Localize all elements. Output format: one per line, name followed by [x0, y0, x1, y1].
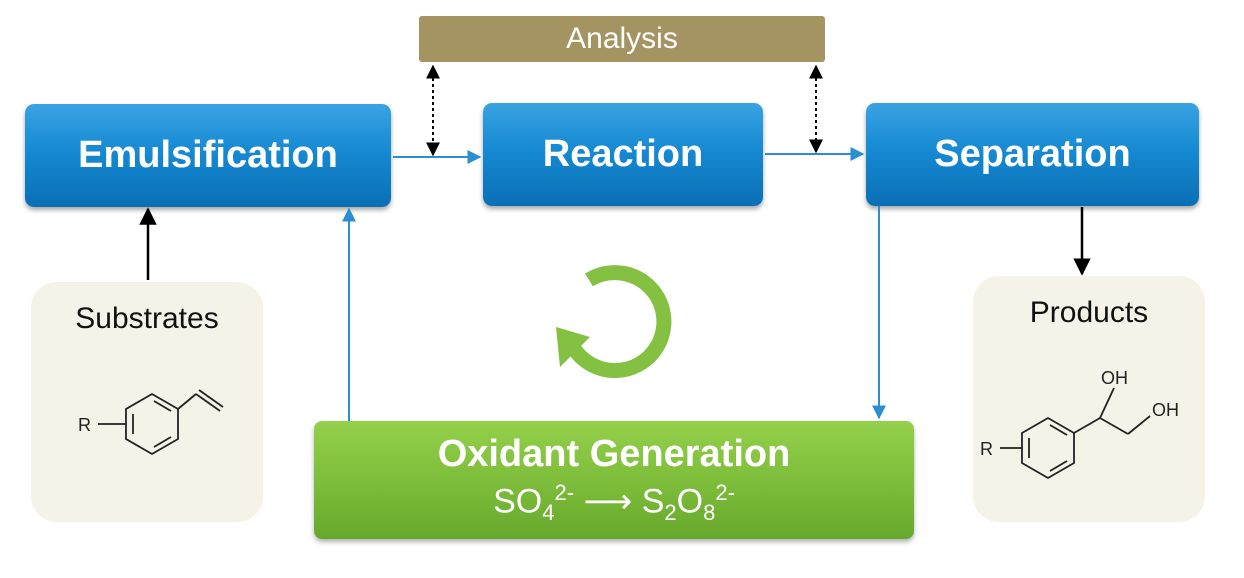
styrene-structure-icon	[98, 389, 224, 456]
emulsification-box: Emulsification	[25, 104, 391, 207]
products-panel: Products	[973, 276, 1205, 522]
equation-product-subscript-1: 2	[664, 500, 677, 526]
oxidant-generation-title: Oxidant Generation	[437, 433, 791, 475]
equation-reactant: SO	[493, 482, 543, 521]
product-r-group: R	[980, 439, 993, 459]
reaction-box: Reaction	[483, 103, 763, 206]
diol-structure-icon	[1000, 387, 1151, 480]
substrates-panel: Substrates	[31, 282, 263, 522]
oxidant-equation: SO42- ⟶ S2O82-	[314, 480, 914, 526]
equation-product-o: O	[676, 482, 704, 521]
separation-box: Separation	[866, 103, 1199, 206]
equation-product-subscript-2: 8	[703, 500, 716, 526]
substrate-r-group: R	[78, 415, 91, 435]
equation-reactant-charge: 2-	[554, 480, 575, 505]
equation-product-charge: 2-	[715, 480, 735, 505]
equation-reactant-subscript: 4	[542, 500, 555, 526]
substrates-label: Substrates	[75, 302, 219, 335]
product-oh-right: OH	[1152, 400, 1179, 420]
product-oh-top: OH	[1101, 368, 1128, 388]
products-label: Products	[1029, 296, 1149, 329]
recycle-cycle-icon	[556, 265, 672, 379]
analysis-bar: Analysis	[419, 16, 825, 62]
equation-arrow: ⟶	[583, 482, 633, 521]
equation-product-s: S	[641, 482, 665, 521]
oxidant-generation-box: Oxidant Generation SO42- ⟶ S2O82-	[314, 421, 914, 539]
